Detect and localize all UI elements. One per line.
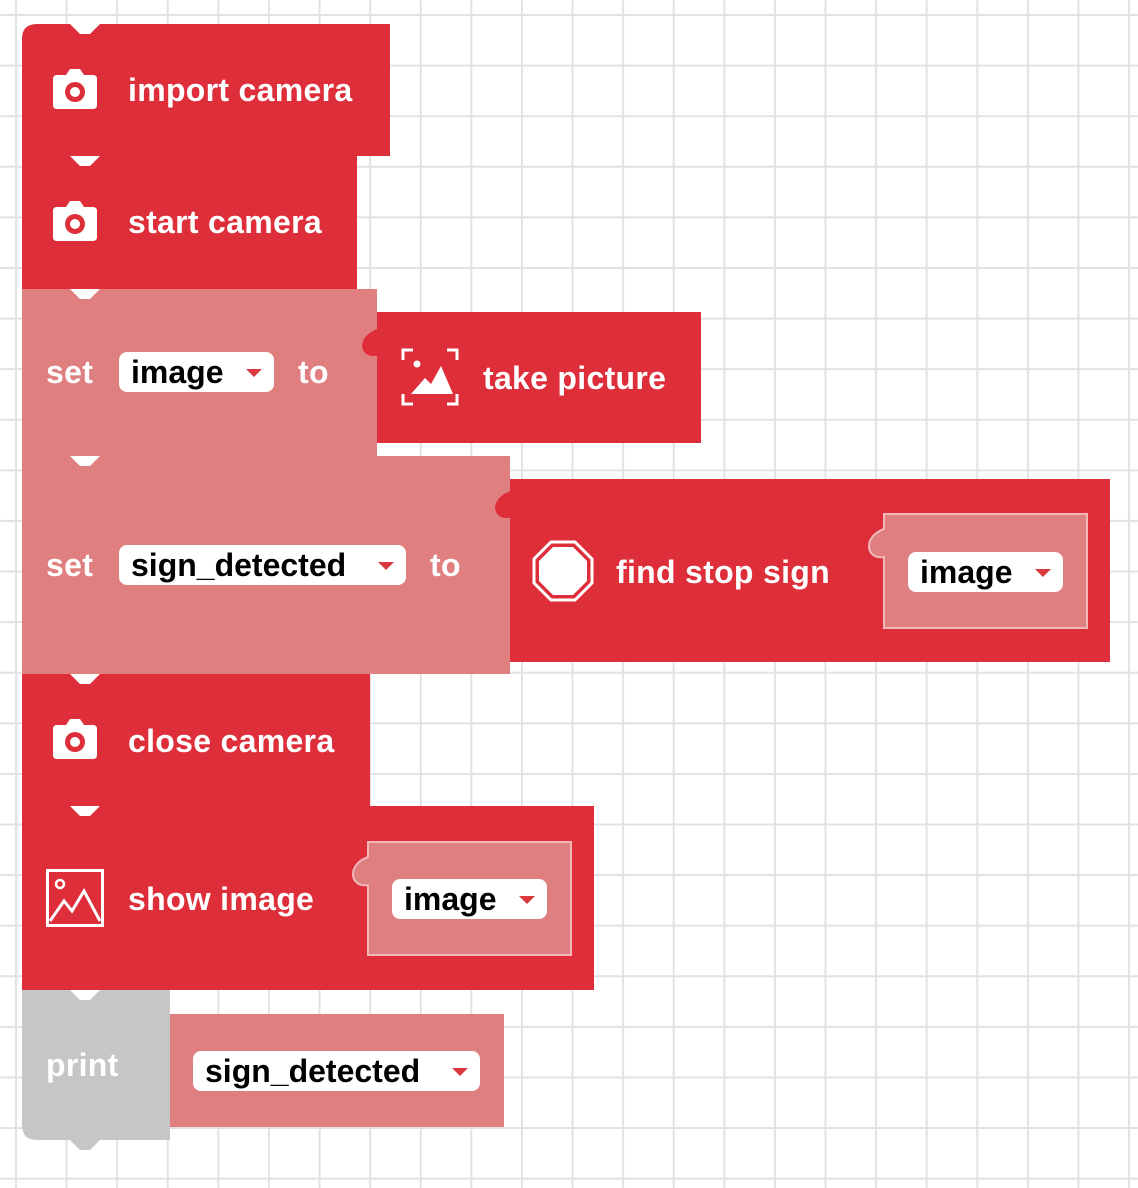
show-image-label: show image [128,881,315,917]
chevron-down-icon [378,562,394,570]
camera-icon [53,69,97,109]
variable-dropdown-value: image [131,354,224,390]
start-camera-label: start camera [128,204,322,240]
print-block[interactable] [22,990,170,1150]
set-keyword: set [46,547,94,583]
start-camera-block[interactable] [22,156,357,289]
camera-icon [53,201,97,241]
argument-dropdown-value: sign_detected [205,1053,421,1089]
to-keyword: to [430,547,461,583]
take-picture-label: take picture [483,360,667,396]
import-camera-block[interactable] [22,24,390,156]
chevron-down-icon [452,1068,468,1076]
argument-dropdown-value: image [920,554,1013,590]
to-keyword: to [298,354,329,390]
argument-dropdown-value: image [404,881,497,917]
image-icon [46,869,104,927]
import-camera-label: import camera [128,72,353,108]
argument-dropdown-sign-detected[interactable]: sign_detected [193,1051,480,1091]
stop-sign-icon [532,540,594,602]
variable-dropdown-image[interactable]: image [119,352,274,392]
take-picture-block[interactable] [361,312,701,443]
chevron-down-icon [1035,569,1051,577]
variable-dropdown-sign-detected[interactable]: sign_detected [119,545,406,585]
camera-icon [53,719,97,759]
set-keyword: set [46,354,94,390]
picture-frame-icon [401,348,459,406]
close-camera-label: close camera [128,723,335,759]
chevron-down-icon [246,369,262,377]
find-stop-sign-label: find stop sign [616,554,830,590]
chevron-down-icon [519,896,535,904]
variable-dropdown-value: sign_detected [131,547,347,583]
argument-dropdown-image[interactable]: image [908,552,1063,592]
close-camera-block[interactable] [22,674,370,806]
print-label: print [46,1047,119,1083]
argument-dropdown-image[interactable]: image [392,879,547,919]
